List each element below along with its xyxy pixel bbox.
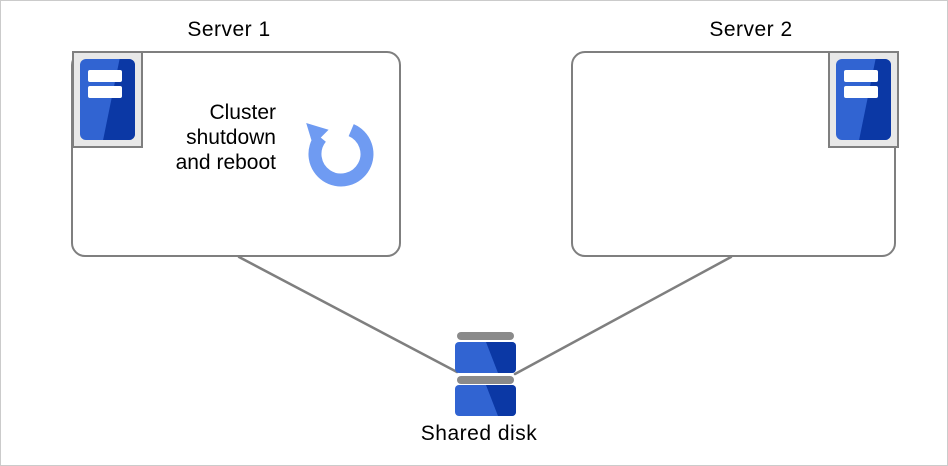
server2-icon-plate	[828, 51, 899, 148]
connector-server1-disk	[237, 255, 459, 374]
disk-unit	[455, 342, 516, 373]
connector-server2-disk	[513, 255, 733, 376]
disk-cap	[457, 332, 514, 340]
reboot-arc	[308, 124, 374, 187]
server1-icon-plate	[72, 51, 143, 148]
shared-disk-label: Shared disk	[420, 422, 538, 445]
server2-title: Server 2	[709, 18, 793, 41]
server1-annotation: Cluster shutdown and reboot	[175, 101, 276, 174]
server-tower-icon	[80, 59, 135, 140]
reboot-arrow-icon	[306, 123, 374, 187]
server-tower-icon	[836, 59, 891, 140]
server1-title: Server 1	[187, 18, 271, 41]
reboot-arrowhead	[306, 123, 329, 146]
disk-cap	[457, 376, 514, 384]
disk-unit	[455, 385, 516, 416]
disk-stack-icon	[455, 332, 516, 416]
